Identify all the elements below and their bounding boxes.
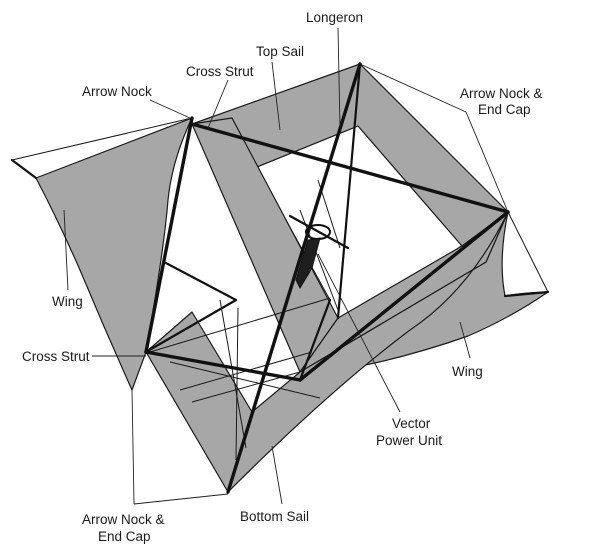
label-top-sail: Top Sail bbox=[256, 44, 304, 59]
leader-lines bbox=[63, 27, 509, 505]
label-bottom-sail: Bottom Sail bbox=[240, 509, 309, 524]
label-arrow-nock-end-cap-top-1: Arrow Nock & bbox=[460, 86, 543, 101]
label-wing-right: Wing bbox=[452, 364, 483, 379]
bottom-sail bbox=[227, 211, 509, 493]
left-longeron bbox=[144, 116, 194, 354]
label-vector-power-unit-1: Vector bbox=[392, 416, 431, 431]
label-cross-strut-left: Cross Strut bbox=[22, 349, 90, 364]
right-longeron bbox=[298, 210, 510, 382]
label-arrow-nock-end-cap-bottom-2: End Cap bbox=[98, 529, 151, 544]
longeron-spar bbox=[226, 62, 362, 494]
label-longeron: Longeron bbox=[306, 10, 363, 25]
label-vector-power-unit-2: Power Unit bbox=[376, 433, 442, 448]
label-arrow-nock-end-cap-top-2: End Cap bbox=[478, 102, 531, 117]
vector-power-unit bbox=[288, 214, 350, 290]
frame bbox=[10, 62, 550, 494]
label-wing-left: Wing bbox=[52, 294, 83, 309]
label-arrow-nock-end-cap-bottom-1: Arrow Nock & bbox=[82, 512, 165, 527]
label-cross-strut-top: Cross Strut bbox=[186, 64, 254, 79]
label-arrow-nock: Arrow Nock bbox=[82, 84, 152, 99]
left-cross-strut bbox=[144, 350, 302, 382]
